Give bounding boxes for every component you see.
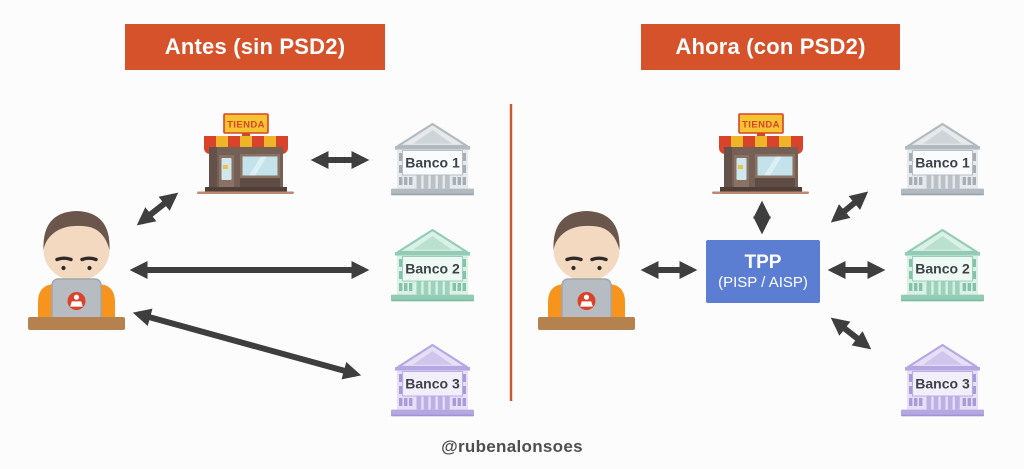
bank-3-icon-before: Banco 3: [383, 342, 482, 419]
bank-3-label-before: Banco 3: [405, 376, 460, 392]
bank-1-label-before: Banco 1: [405, 155, 460, 171]
bank-2-icon-before: Banco 2: [383, 227, 482, 304]
arrow-user-shop: [136, 192, 179, 226]
user-icon-before: [28, 198, 125, 330]
footer-handle: @rubenalonsoes: [441, 437, 583, 456]
shop-icon-after: TIENDA: [712, 113, 809, 197]
arrow-user-bank3: [132, 308, 362, 380]
bank-2-icon-after: Banco 2: [893, 227, 992, 304]
after-title-banner: Ahora (con PSD2): [641, 24, 900, 70]
shop-sign-label-after: TIENDA: [742, 120, 780, 131]
tpp-subtitle: (PISP / AISP): [718, 273, 808, 291]
user-icon-after: [538, 198, 635, 330]
bank-1-icon-after: Banco 1: [893, 121, 992, 198]
tpp-title: TPP: [744, 251, 782, 273]
tpp-box: TPP (PISP / AISP): [706, 240, 820, 303]
bank-1-label-after: Banco 1: [915, 155, 970, 171]
bank-3-icon-after: Banco 3: [893, 342, 992, 419]
before-title-banner: Antes (sin PSD2): [125, 24, 385, 70]
arrow-tpp-bank3: [830, 317, 872, 350]
shop-icon-before: TIENDA: [197, 113, 294, 197]
bank-1-icon-before: Banco 1: [383, 121, 482, 198]
bank-3-label-after: Banco 3: [915, 376, 970, 392]
arrow-tpp-bank1: [830, 191, 869, 223]
bank-2-label-before: Banco 2: [405, 261, 460, 277]
after-title: Ahora (con PSD2): [675, 34, 866, 59]
bank-2-label-after: Banco 2: [915, 261, 970, 277]
before-title: Antes (sin PSD2): [164, 34, 346, 59]
shop-sign-label-before: TIENDA: [227, 120, 265, 131]
